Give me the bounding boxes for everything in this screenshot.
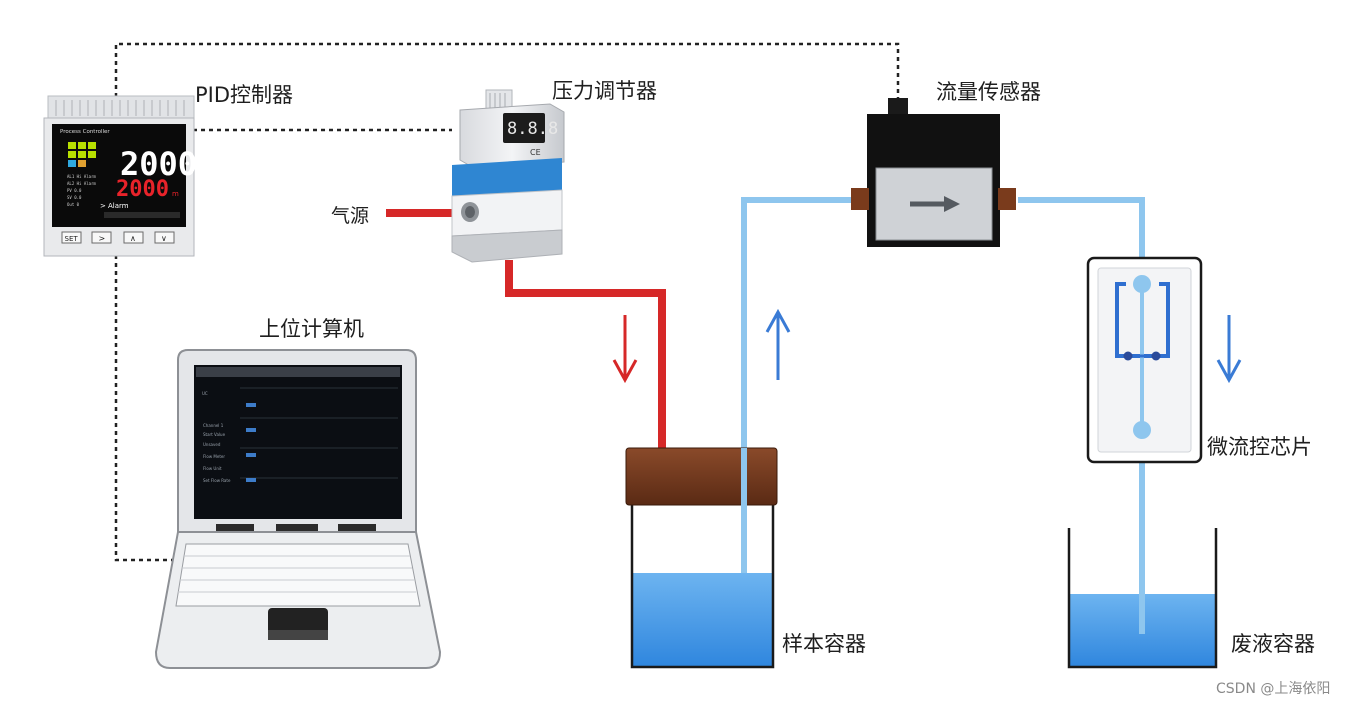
svg-text:UC: UC [202, 391, 208, 396]
label-sample-container: 样本容器 [782, 632, 866, 656]
flow-direction-arrow [910, 196, 960, 212]
regulator-display: 8.8.8 [507, 119, 558, 139]
laptop-screen [194, 365, 402, 519]
pid-sv-readout: 2000 [116, 177, 169, 202]
sample-container [625, 447, 778, 669]
blue-up-arrow [765, 308, 791, 380]
red-down-arrow [612, 315, 638, 384]
svg-text:Out 0: Out 0 [67, 202, 80, 207]
pid-screen [52, 124, 186, 227]
label-host-computer: 上位计算机 [259, 317, 364, 341]
regulator-mark: CE [530, 148, 541, 157]
flow-inlet [851, 188, 869, 210]
svg-text:Set Flow Rate: Set Flow Rate [203, 478, 231, 483]
svg-text:AL2 Hi Alarm: AL2 Hi Alarm [67, 181, 96, 186]
label-microfluidic-chip: 微流控芯片 [1207, 435, 1312, 459]
pid-up-button[interactable] [123, 231, 144, 244]
svg-text:SV 0.0: SV 0.0 [67, 195, 82, 200]
flow-outlet [998, 188, 1016, 210]
label-pressure-regulator: 压力调节器 [552, 79, 657, 103]
watermark: CSDN @上海依阳 [1216, 681, 1331, 697]
host-computer: UC Channel 1 Start Value Unsaved Flow Me… [154, 349, 442, 669]
air-lines [386, 209, 666, 450]
pressure-regulator: 8.8.8 CE [451, 89, 565, 263]
microfluidic-chip [1086, 256, 1203, 464]
label-pid-controller: PID控制器 [195, 83, 294, 107]
signal-line-top [114, 42, 900, 98]
waste-container [1067, 520, 1218, 669]
label-waste-container: 废液容器 [1231, 632, 1315, 656]
signal-line-pid-computer [114, 255, 178, 562]
air-pressure-line [505, 260, 666, 450]
blue-down-arrow [1216, 315, 1242, 384]
svg-text:>: > [100, 202, 106, 210]
svg-text:Unsaved: Unsaved [203, 442, 221, 447]
pid-shift-button[interactable] [91, 231, 112, 244]
signal-lines [114, 42, 900, 562]
liquid-lines [741, 197, 1145, 632]
svg-text:>: > [99, 234, 106, 243]
svg-text:Flow Meter: Flow Meter [203, 454, 225, 459]
sample-lid [625, 447, 778, 506]
sample-out-line [741, 197, 852, 575]
label-flow-sensor: 流量传感器 [936, 80, 1041, 104]
pid-alarm-text: Alarm [108, 202, 129, 210]
svg-text:∧: ∧ [130, 234, 136, 243]
svg-text:Start Value: Start Value [203, 432, 226, 437]
pid-set-button[interactable] [61, 231, 82, 244]
pid-unit: m [172, 190, 179, 198]
svg-text:Channel 1: Channel 1 [203, 423, 224, 428]
svg-text:AL1 Hi Alarm: AL1 Hi Alarm [67, 174, 96, 179]
svg-text:∨: ∨ [161, 234, 167, 243]
pid-pv-readout: 2000 [120, 145, 197, 183]
flow-sensor [851, 98, 1016, 247]
laptop-keyboard [175, 543, 421, 607]
svg-text:Flow Unit: Flow Unit [203, 466, 222, 471]
pid-title: Process Controller [60, 129, 110, 135]
sample-liquid [633, 573, 772, 667]
svg-text:PV 0.0: PV 0.0 [67, 188, 82, 193]
pid-controller: Process Controller AL1 Hi Alarm AL2 Hi A… [43, 95, 197, 257]
pid-down-button[interactable] [154, 231, 175, 244]
label-air-source: 气源 [331, 205, 370, 227]
svg-text:SET: SET [65, 235, 79, 243]
